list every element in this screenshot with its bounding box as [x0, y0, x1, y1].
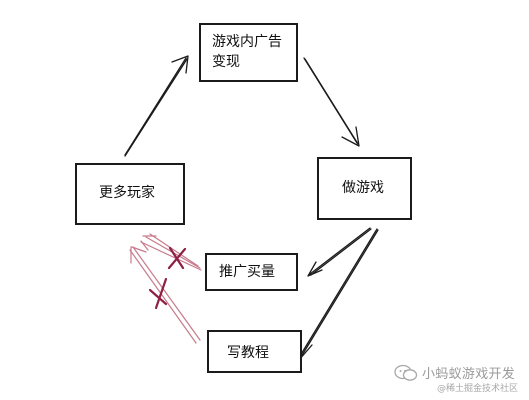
watermark-subtitle: @稀土掘金技术社区 — [437, 384, 519, 394]
cross-mark-upper — [167, 246, 187, 270]
node-promote-label: 推广买量 — [219, 264, 275, 280]
node-more-players-label: 更多玩家 — [99, 185, 155, 201]
arrow-more-to-ads — [124, 55, 189, 157]
node-make-game: 做游戏 — [317, 157, 412, 220]
arrow-ads-to-make — [303, 57, 360, 147]
node-ads-label: 游戏内广告变现 — [212, 34, 282, 70]
node-make-game-label: 做游戏 — [342, 180, 384, 196]
watermark: 小蚂蚁游戏开发 @稀土掘金技术社区 — [394, 362, 524, 396]
crossed-arrow-tutorial-to-more — [129, 246, 201, 344]
node-tutorial-label: 写教程 — [227, 345, 269, 361]
arrow-make-to-tutorial — [298, 228, 379, 361]
arrow-make-to-promote — [307, 227, 372, 277]
watermark-title: 小蚂蚁游戏开发 — [422, 367, 516, 382]
cross-mark-lower — [148, 277, 168, 310]
node-promote: 推广买量 — [205, 253, 298, 291]
chat-bubbles-icon — [394, 364, 418, 381]
node-tutorial: 写教程 — [207, 330, 302, 373]
node-ads-monetization: 游戏内广告变现 — [199, 23, 298, 82]
node-more-players: 更多玩家 — [75, 163, 185, 225]
